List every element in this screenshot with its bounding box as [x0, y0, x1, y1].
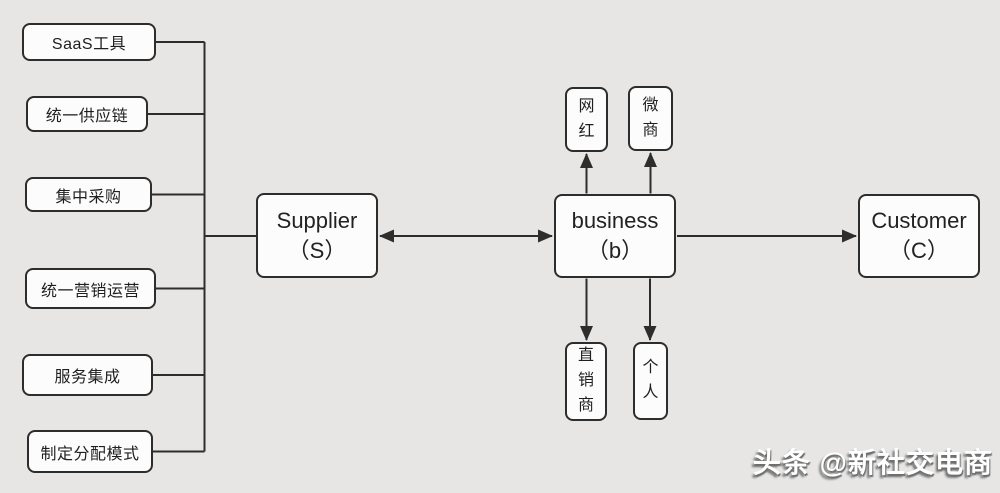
feature-box-unified-supply-chain: 统一供应链: [26, 96, 148, 132]
channel-box-weishang: 微商: [628, 86, 673, 151]
feature-box-centralized-purchasing: 集中采购: [25, 177, 152, 212]
customer-label: Customer: [871, 208, 967, 234]
watermark-text: 头条 @新社交电商: [752, 447, 993, 478]
watermark: 头条 @新社交电商: [753, 441, 993, 481]
feature-label: 集中采购: [55, 188, 122, 206]
supplier-label: Supplier: [276, 207, 358, 233]
feature-label: 统一供应链: [45, 108, 129, 125]
feature-label: 统一营销运营: [40, 282, 140, 300]
supplier-abbr: （S）: [287, 237, 347, 263]
business-box: business （b）: [554, 194, 676, 278]
channel-box-geren: 个人: [633, 342, 668, 420]
channel-label: 个人: [642, 359, 659, 401]
business-label: business: [571, 208, 659, 234]
supplier-box: Supplier （S）: [256, 193, 378, 278]
feature-box-distribution-model: 制定分配模式: [27, 430, 153, 473]
channel-label: 网红: [578, 97, 595, 140]
business-abbr: （b）: [586, 238, 644, 263]
channel-box-wanghong: 网红: [565, 87, 608, 152]
customer-abbr: （C）: [889, 238, 949, 263]
customer-box: Customer （C）: [858, 194, 980, 278]
feature-label: 制定分配模式: [40, 445, 140, 463]
feature-label: 服务集成: [54, 369, 121, 386]
channel-box-zhixiaoshang: 直销商: [565, 342, 607, 421]
feature-box-saas-tools: SaaS工具: [22, 23, 156, 61]
feature-label: SaaS工具: [51, 36, 127, 53]
channel-label: 微商: [642, 96, 659, 139]
channel-label: 直销商: [577, 347, 594, 414]
feature-box-unified-marketing: 统一营销运营: [25, 268, 156, 309]
feature-box-service-integration: 服务集成: [22, 354, 153, 396]
